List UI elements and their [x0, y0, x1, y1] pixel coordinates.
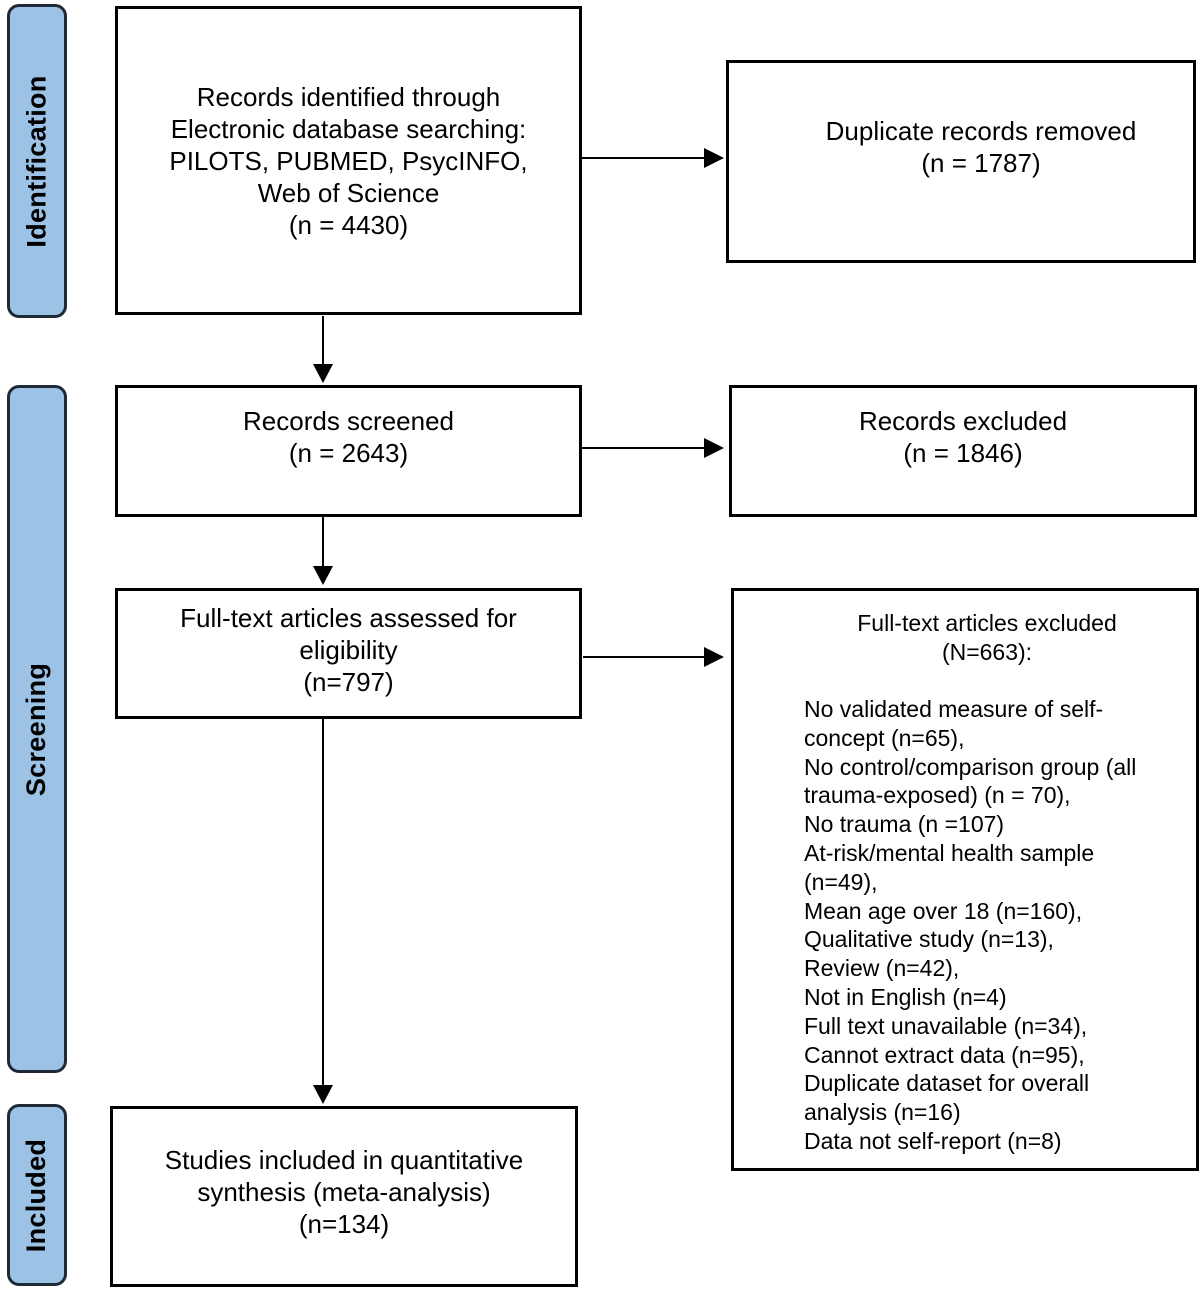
exclusion-reason-line: Not in English (n=4) — [804, 983, 1007, 1010]
records-screened-box: Records screened (n = 2643) — [115, 385, 582, 517]
exclusion-reason-line: No control/comparison group (all — [804, 753, 1137, 780]
studies-included-line-1: Studies included in quantitative — [164, 1144, 524, 1175]
fulltext-assessed-box: Full-text articles assessed for eligibil… — [115, 588, 582, 719]
fulltext-assessed-line-2: eligibility — [299, 634, 398, 665]
exclusion-reason-line: trauma-exposed) (n = 70), — [804, 782, 1071, 809]
duplicates-removed-count: (n = 1787) — [921, 147, 1041, 178]
fulltext-excluded-count: (N=663): — [941, 639, 1033, 665]
arrowhead-fulltext-to-included — [313, 1085, 333, 1104]
exclusion-reason-line: Full text unavailable (n=34), — [804, 1012, 1088, 1039]
duplicates-removed-label: Duplicate records removed — [825, 115, 1137, 146]
records-identified-line-1: Records identified through — [196, 81, 501, 112]
fulltext-excluded-title: Full-text articles excluded (N=663): — [734, 609, 1196, 667]
exclusion-reason-line: concept (n=65), — [804, 724, 965, 751]
studies-included-line-2: synthesis (meta-analysis) — [197, 1176, 491, 1207]
stage-screening: Screening — [7, 385, 67, 1073]
records-identified-count: (n = 4430) — [288, 209, 409, 240]
records-identified-line-2: Electronic database searching: — [170, 113, 527, 144]
records-identified-line-4: Web of Science — [257, 177, 440, 208]
exclusion-reason-line: Data not self-report (n=8) — [804, 1127, 1062, 1154]
arrowhead-screened-to-excluded — [704, 438, 724, 458]
exclusion-reason-line: Duplicate dataset for overall — [804, 1070, 1090, 1097]
records-identified-line-3: PILOTS, PUBMED, PsycINFO, — [169, 145, 528, 176]
exclusion-reasons-list: No validated measure of self- concept (n… — [804, 695, 1136, 1156]
studies-included-box: Studies included in quantitative synthes… — [110, 1106, 578, 1287]
records-excluded-count: (n = 1846) — [903, 438, 1023, 468]
fulltext-excluded-title-line-1: Full-text articles excluded — [857, 610, 1117, 636]
records-excluded-box: Records excluded (n = 1846) — [729, 385, 1197, 517]
records-screened-label: Records screened — [243, 406, 454, 436]
stage-identification: Identification — [7, 4, 67, 318]
duplicates-removed-box: Duplicate records removed (n = 1787) — [726, 60, 1196, 263]
arrowhead-screened-to-fulltext — [313, 566, 333, 585]
fulltext-assessed-count: (n=797) — [303, 666, 394, 697]
arrowhead-identified-to-screened — [313, 364, 333, 383]
exclusion-reason-line: Mean age over 18 (n=160), — [804, 897, 1083, 924]
records-screened-count: (n = 2643) — [288, 438, 409, 468]
studies-included-count: (n=134) — [298, 1208, 390, 1239]
fulltext-excluded-box: Full-text articles excluded (N=663): No … — [731, 588, 1199, 1171]
fulltext-assessed-line-1: Full-text articles assessed for — [180, 602, 517, 633]
exclusion-reason-line: At-risk/mental health sample — [804, 839, 1095, 866]
exclusion-reason-line: No validated measure of self- — [804, 696, 1104, 722]
exclusion-reason-line: Qualitative study (n=13), — [804, 926, 1054, 953]
exclusion-reason-line: (n=49), — [804, 868, 878, 895]
records-excluded-label: Records excluded — [858, 406, 1068, 436]
stage-included: Included — [7, 1104, 67, 1286]
exclusion-reason-line: No trauma (n =107) — [804, 811, 1005, 838]
exclusion-reason-line: Review (n=42), — [804, 955, 960, 982]
arrowhead-fulltext-to-excluded — [704, 647, 724, 667]
exclusion-reason-line: Cannot extract data (n=95), — [804, 1041, 1085, 1068]
arrowhead-identified-to-duplicates — [704, 148, 724, 168]
records-identified-box: Records identified through Electronic da… — [115, 6, 582, 315]
exclusion-reason-line: analysis (n=16) — [804, 1099, 961, 1126]
